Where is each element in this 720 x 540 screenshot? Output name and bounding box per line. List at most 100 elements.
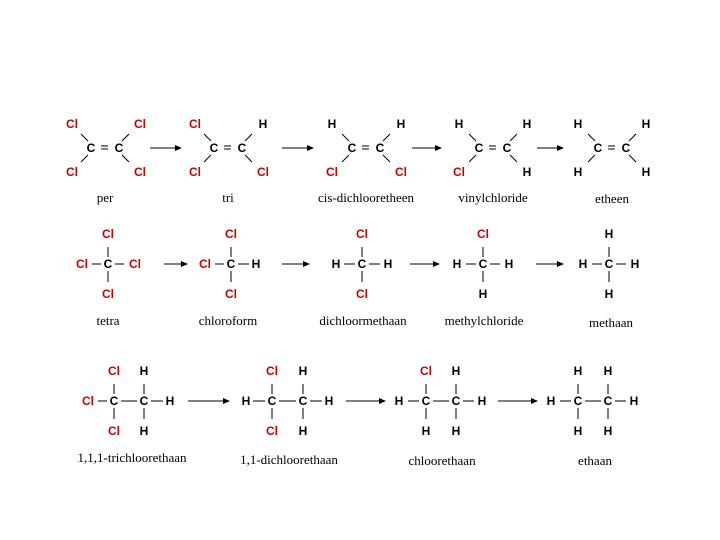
arrowhead [175, 145, 182, 151]
atom: Cl [257, 165, 269, 179]
arrowhead [531, 398, 538, 404]
atom: H [574, 424, 583, 438]
bond [203, 154, 212, 163]
atom: Cl [326, 165, 338, 179]
atom: Cl [189, 165, 201, 179]
molecule-dichloormethaan: C Cl Cl H H dichloormethaan [319, 227, 407, 328]
bond [121, 133, 130, 142]
atom: C [594, 141, 603, 155]
atom: H [452, 364, 461, 378]
bond [382, 154, 391, 163]
molecule-1-1-dichloorethaan: C C H Cl Cl H H H 1,1-dichloorethaan [240, 364, 338, 467]
molecule-vinylchloride: C C H Cl H H vinylchloride [453, 117, 531, 205]
atom: C [376, 141, 385, 155]
arrowhead [307, 145, 314, 151]
atom: C [115, 141, 124, 155]
molecule-chloorethaan: C C H Cl H H H H chloorethaan [395, 364, 487, 468]
atom: C [140, 394, 149, 408]
molecule-name: methaan [589, 315, 634, 330]
atom: H [523, 117, 532, 131]
molecule-name: 1,1-dichloorethaan [240, 452, 338, 467]
bond [382, 133, 391, 142]
atom: Cl [76, 257, 88, 271]
atom: C [358, 257, 367, 271]
ethane-series-row: C C Cl Cl Cl H H H 1,1,1-trichloorethaan… [77, 364, 638, 468]
atom: H [547, 394, 556, 408]
atom: Cl [108, 364, 120, 378]
atom: C [299, 394, 308, 408]
bond [244, 154, 253, 163]
atom: Cl [189, 117, 201, 131]
arrowhead [435, 145, 442, 151]
atom: Cl [356, 227, 368, 241]
bond [203, 133, 212, 142]
molecule-etheen: C C H H H H etheen [574, 117, 651, 206]
atom: C [475, 141, 484, 155]
atom: Cl [102, 227, 114, 241]
molecule-name: tri [222, 190, 234, 205]
atom: H [630, 394, 639, 408]
molecule-tetra: C Cl Cl Cl Cl tetra [76, 227, 141, 328]
molecule-name: vinylchloride [458, 190, 528, 205]
atom: H [605, 287, 614, 301]
atom: C [268, 394, 277, 408]
molecule-name: etheen [595, 191, 629, 206]
arrowhead [557, 261, 564, 267]
atom: H [479, 287, 488, 301]
atom: H [384, 257, 393, 271]
atom: C [110, 394, 119, 408]
atom: Cl [199, 257, 211, 271]
atom: H [478, 394, 487, 408]
atom: Cl [108, 424, 120, 438]
atom: H [452, 424, 461, 438]
atom: Cl [266, 364, 278, 378]
bond [509, 133, 518, 142]
molecule-name: dichloormethaan [319, 313, 407, 328]
arrowhead [223, 398, 230, 404]
atom: Cl [395, 165, 407, 179]
atom: C [422, 394, 431, 408]
atom: H [574, 364, 583, 378]
atom: C [604, 394, 613, 408]
atom: H [605, 227, 614, 241]
atom: C [348, 141, 357, 155]
atom: Cl [225, 287, 237, 301]
atom: H [579, 257, 588, 271]
atom: H [422, 424, 431, 438]
atom: H [604, 364, 613, 378]
molecule-ethaan: C C H H H H H H ethaan [547, 364, 639, 468]
atom: Cl [66, 117, 78, 131]
atom: H [328, 117, 337, 131]
bond [587, 133, 596, 142]
atom: H [242, 394, 251, 408]
bond [628, 133, 637, 142]
atom: C [238, 141, 247, 155]
atom: H [140, 364, 149, 378]
molecule-tri: C C Cl Cl H Cl tri [189, 117, 269, 205]
atom: Cl [82, 394, 94, 408]
arrowhead [181, 261, 188, 267]
bond [587, 154, 596, 163]
bond [244, 133, 253, 142]
arrowhead [557, 145, 564, 151]
arrowhead [379, 398, 386, 404]
bond [121, 154, 130, 163]
molecule-name: cis-dichlooretheen [318, 190, 415, 205]
atom: C [479, 257, 488, 271]
atom: H [332, 257, 341, 271]
atom: Cl [134, 165, 146, 179]
molecule-methaan: C H H H H methaan [579, 227, 640, 330]
bond [341, 154, 350, 163]
atom: C [622, 141, 631, 155]
bond [341, 133, 350, 142]
atom: C [104, 257, 113, 271]
molecule-methylchloride: C Cl H H H methylchloride [445, 227, 524, 328]
atom: C [605, 257, 614, 271]
atom: H [166, 394, 175, 408]
atom: H [299, 364, 308, 378]
molecule-name: chloroform [199, 313, 257, 328]
atom: C [503, 141, 512, 155]
atom: Cl [129, 257, 141, 271]
molecule-1-1-1-trichloorethaan: C C Cl Cl Cl H H H 1,1,1-trichloorethaan [77, 364, 187, 465]
